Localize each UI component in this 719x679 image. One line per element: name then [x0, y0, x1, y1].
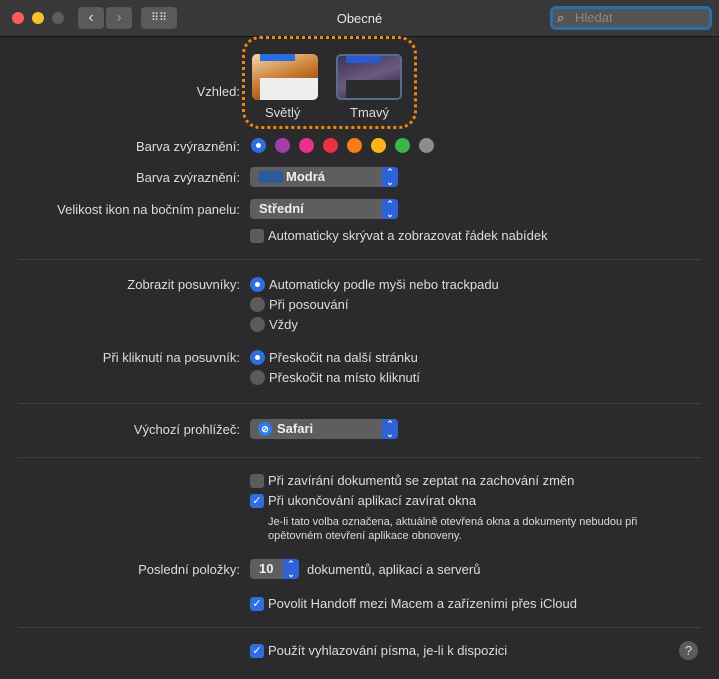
annotation-highlight	[242, 36, 417, 129]
scroll-click-label: Při kliknutí na posuvník:	[102, 350, 240, 365]
sidebar-size-label: Velikost ikon na bočním panelu:	[57, 202, 240, 217]
accent-color-6[interactable]	[395, 138, 410, 153]
scrollbars-label: Zobrazit posuvníky:	[127, 277, 240, 292]
menubar-autohide-label: Automaticky skrývat a zobrazovat řádek n…	[268, 228, 548, 243]
ask-keep-changes-checkbox[interactable]	[250, 474, 264, 488]
appearance-dark-option[interactable]	[336, 54, 402, 100]
scroll-spot-radio[interactable]	[250, 370, 265, 385]
chevron-left-icon: ‹	[88, 9, 94, 26]
divider	[18, 627, 701, 628]
accent-color-3[interactable]	[323, 138, 338, 153]
appearance-light-label: Světlý	[265, 105, 301, 120]
appearance-dark-label: Tmavý	[350, 105, 389, 120]
accent-color-2[interactable]	[299, 138, 314, 153]
handoff-checkbox[interactable]: ✓	[250, 597, 264, 611]
close-windows-note: opětovném otevření aplikace obnoveny.	[268, 530, 462, 542]
divider	[18, 403, 701, 404]
accent-label: Barva zvýraznění:	[135, 139, 240, 154]
help-button[interactable]: ?	[679, 641, 698, 660]
grid-icon: ⠿⠿	[150, 12, 168, 24]
scrollbars-always-label: Vždy	[269, 317, 298, 332]
highlight-label: Barva zvýraznění:	[135, 170, 240, 185]
browser-label: Výchozí prohlížeč:	[133, 422, 240, 437]
chevron-updown-icon: ⌃⌄	[382, 167, 398, 187]
close-windows-label: Při ukončování aplikací zavírat okna	[268, 493, 477, 508]
scrollbars-auto-label: Automaticky podle myši nebo trackpadu	[269, 277, 499, 292]
scrollbars-scrolling-label: Při posouvání	[269, 297, 349, 312]
chevron-right-icon: ›	[116, 9, 122, 26]
accent-color-7[interactable]	[419, 138, 434, 153]
close-button[interactable]	[12, 12, 24, 24]
scrollbars-always-radio[interactable]	[250, 317, 265, 332]
minimize-button[interactable]	[32, 12, 44, 24]
chevron-updown-icon: ⌃⌄	[382, 199, 398, 219]
safari-icon: ⊘	[258, 422, 272, 436]
ask-keep-changes-label: Při zavírání dokumentů se zeptat na zach…	[268, 473, 575, 488]
scrollbars-scrolling-radio[interactable]	[250, 297, 265, 312]
scroll-next-page-label: Přeskočit na další stránku	[269, 350, 418, 365]
accent-color-5[interactable]	[371, 138, 386, 153]
show-all-button[interactable]: ⠿⠿	[141, 7, 177, 29]
appearance-light-option[interactable]	[252, 54, 318, 100]
recent-suffix: dokumentů, aplikací a serverů	[307, 562, 481, 577]
search-icon: ⌕	[557, 10, 565, 25]
back-button[interactable]: ‹	[78, 7, 104, 29]
font-smoothing-checkbox[interactable]: ✓	[250, 644, 264, 658]
scroll-next-page-radio[interactable]	[250, 350, 265, 365]
zoom-button[interactable]	[52, 12, 64, 24]
chevron-updown-icon: ⌃⌄	[382, 419, 398, 439]
sidebar-size-popup[interactable]: Střední⌃⌄	[250, 199, 398, 219]
handoff-label: Povolit Handoff mezi Macem a zařízeními …	[268, 596, 577, 611]
scroll-spot-label: Přeskočit na místo kliknutí	[269, 370, 420, 385]
menubar-autohide-checkbox[interactable]	[250, 229, 264, 243]
appearance-label: Vzhled:	[196, 84, 240, 99]
divider	[18, 259, 701, 260]
highlight-color-popup[interactable]: Modrá⌃⌄	[250, 167, 398, 187]
forward-button[interactable]: ›	[106, 7, 132, 29]
title-bar: ‹ › ⠿⠿ Obecné ⌕Hledat	[0, 0, 719, 37]
accent-color-0[interactable]	[251, 138, 266, 153]
color-swatch	[259, 171, 283, 183]
scrollbars-auto-radio[interactable]	[250, 277, 265, 292]
close-windows-note: Je-li tato volba označena, aktuálně otev…	[268, 516, 638, 528]
font-smoothing-label: Použít vyhlazování písma, je-li k dispoz…	[268, 643, 508, 658]
divider	[18, 457, 701, 458]
chevron-updown-icon: ⌃⌄	[283, 559, 299, 579]
browser-popup[interactable]: ⊘ Safari⌃⌄	[250, 419, 398, 439]
close-windows-checkbox[interactable]: ✓	[250, 494, 264, 508]
accent-color-1[interactable]	[275, 138, 290, 153]
window-title: Obecné	[336, 11, 383, 26]
search-input[interactable]: ⌕Hledat	[550, 6, 712, 30]
recent-count-stepper[interactable]: 10⌃⌄	[250, 559, 299, 579]
accent-color-4[interactable]	[347, 138, 362, 153]
recent-label: Poslední položky:	[138, 562, 240, 577]
